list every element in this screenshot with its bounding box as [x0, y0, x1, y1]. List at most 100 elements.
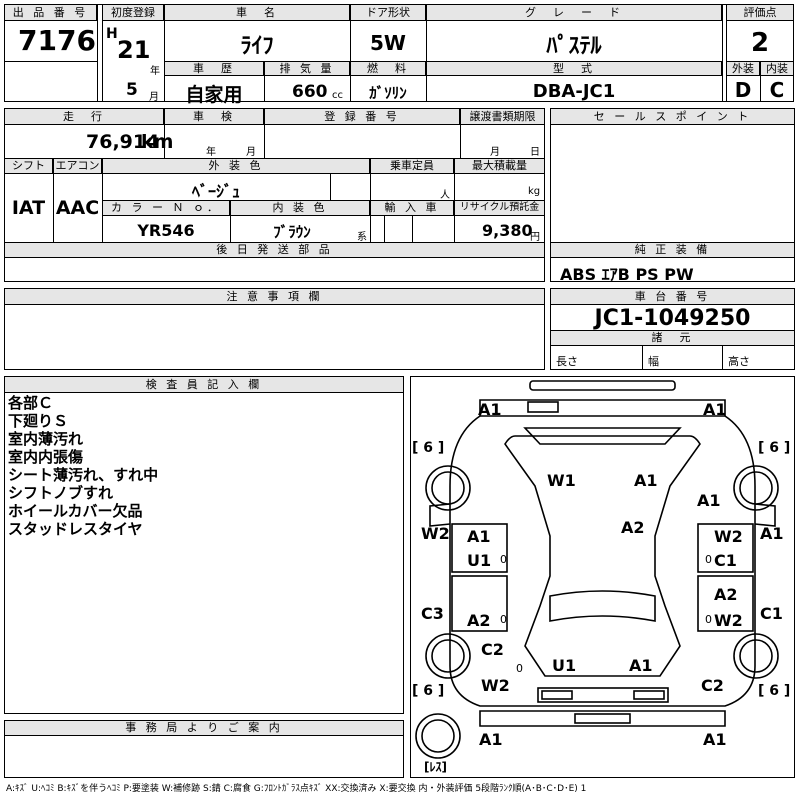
office-label: 事 務 局 よ り ご 案 内	[4, 720, 404, 736]
equipment: ABS ｴｱB PS PW	[560, 265, 694, 284]
door-type: 5W	[370, 31, 406, 55]
damage-mark: A1	[697, 491, 721, 510]
damage-mark: W2	[714, 611, 743, 630]
caution-label: 注 意 事 項 欄	[4, 288, 545, 305]
transfer-day: 日	[530, 147, 540, 158]
car-diagram	[415, 380, 779, 759]
body-outline	[449, 415, 756, 707]
month-unit: 月	[149, 92, 159, 103]
left-front-door	[451, 523, 508, 573]
damage-mark: A1	[703, 400, 727, 419]
damage-mark: U1	[467, 551, 492, 570]
ext-color: ﾍﾞｰｼﾞｭ	[191, 182, 240, 201]
inspector-note: 室内内張傷	[8, 448, 84, 466]
car-diagram-box	[410, 376, 795, 778]
mileage-unit: km	[141, 131, 174, 153]
legend: A:ｷｽﾞ U:ﾍｺﾐ B:ｷｽﾞを伴うﾍｺﾐ P:要塗装 W:補修跡 S:錆 …	[6, 784, 587, 794]
import-label: 輸 入 車	[370, 200, 454, 216]
damage-mark: A2	[467, 611, 491, 630]
int-color-unit: 系	[357, 232, 367, 243]
damage-mark: C2	[701, 676, 724, 695]
inspector-label: 検 査 員 記 入 欄	[4, 376, 404, 393]
door-handle-mark: 0	[516, 662, 523, 675]
history-label: 車 歴	[164, 61, 264, 76]
history: 自家用	[185, 84, 243, 106]
int-label: 内装	[760, 61, 794, 76]
windshield	[523, 427, 682, 445]
front-left-wheel	[425, 465, 471, 511]
fuel-label: 燃 料	[350, 61, 426, 76]
damage-mark: W2	[714, 527, 743, 546]
damage-mark: A1	[629, 656, 653, 675]
door-label: ドア形状	[350, 4, 426, 21]
capacity-unit: 人	[440, 190, 450, 201]
inspector-note: シート薄汚れ、すれ中	[8, 466, 159, 484]
inspector-note: 室内薄汚れ	[8, 430, 84, 448]
grade-label: グ レ ー ド	[426, 4, 722, 21]
left-mirror	[429, 503, 451, 527]
fuel: ｶﾞｿﾘﾝ	[369, 84, 407, 102]
color-no: YR546	[137, 221, 195, 240]
chassis-label: 車 台 番 号	[550, 288, 795, 305]
mileage-label: 走 行	[4, 108, 164, 125]
inspector-note: スタッドレスタイヤ	[8, 520, 143, 538]
left-rear-door	[451, 575, 508, 632]
car-name-label: 車 名	[164, 4, 350, 21]
reg-number-label: 登 録 番 号	[264, 108, 460, 125]
door-handle-mark: 0	[500, 613, 507, 626]
insp-month: 月	[246, 147, 256, 158]
specs-label: 諸 元	[550, 330, 795, 346]
shift: IAT	[11, 197, 46, 219]
mileage: 76,914	[86, 131, 160, 153]
hood-outline	[479, 399, 726, 417]
model-label: 型 式	[426, 61, 722, 76]
disp-unit: cc	[332, 90, 343, 101]
transfer-label: 譲渡書類期限	[460, 108, 545, 125]
score: 2	[750, 28, 770, 58]
chassis-number: JC1-1049250	[594, 306, 751, 331]
displacement: 660	[292, 82, 328, 102]
inspection-label: 車 検	[164, 108, 264, 125]
capacity-label: 乗車定員	[370, 158, 454, 174]
damage-mark: A2	[714, 585, 738, 604]
year-unit: 年	[150, 66, 160, 77]
load-unit: kg	[528, 186, 541, 197]
damage-mark: C2	[481, 640, 504, 659]
damage-mark: U1	[552, 656, 577, 675]
damage-mark: A1	[467, 527, 491, 546]
right-front-door	[697, 523, 754, 573]
spare-tire	[415, 713, 461, 759]
right-mirror	[754, 503, 776, 527]
damage-mark: W2	[481, 676, 510, 695]
int-color: ﾌﾞﾗｳﾝ	[273, 223, 311, 241]
equip-label: 純 正 装 備	[550, 242, 795, 258]
disp-label: 排 気 量	[264, 61, 350, 76]
reg-year: 21	[117, 36, 151, 64]
front-right-wheel	[733, 465, 779, 511]
inspector-note: 下廻りＳ	[8, 412, 69, 430]
ac-label: エアコン	[53, 158, 102, 174]
inspector-note: シフトノブすれ	[8, 484, 114, 502]
tire-tread-label: [ 6 ]	[412, 683, 445, 699]
reg-month: 5	[126, 80, 138, 100]
damage-mark: C1	[714, 551, 737, 570]
rear-panel	[537, 687, 669, 703]
car-name: ﾗｲﾌ	[240, 34, 274, 59]
insp-year: 年	[206, 147, 216, 158]
width-label: 幅	[648, 355, 659, 368]
model: DBA-JC1	[532, 81, 616, 102]
damage-mark: A1	[703, 730, 727, 749]
damage-mark: W1	[547, 471, 576, 490]
load-label: 最大積載量	[454, 158, 545, 174]
height-label: 高さ	[728, 355, 750, 368]
ac: AAC	[55, 197, 100, 219]
front-grille	[527, 401, 559, 413]
door-handle-mark: 0	[500, 553, 507, 566]
recycle-label: リサイクル預託金	[454, 200, 545, 216]
ext-label: 外装	[726, 61, 760, 76]
tire-tread-label: [ 6 ]	[758, 683, 791, 699]
tire-tread-label: [ 6 ]	[758, 440, 791, 456]
color-no-label: カ ラ ー Ｎ ｏ．	[102, 200, 230, 216]
damage-mark: A1	[479, 730, 503, 749]
damage-mark: W2	[421, 524, 450, 543]
